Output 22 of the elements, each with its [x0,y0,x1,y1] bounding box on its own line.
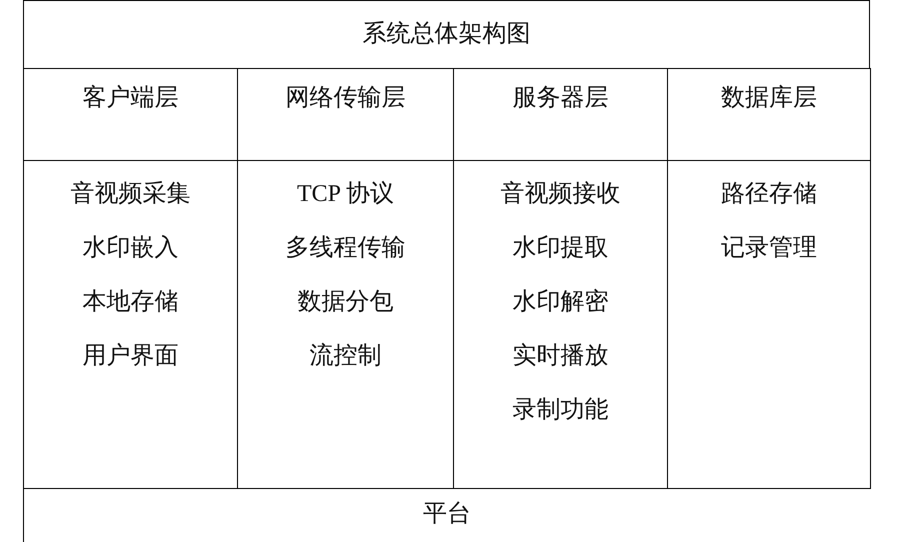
module-label: 音视频接收 [500,180,620,209]
module-label: 流控制 [310,342,382,371]
module-label: 用户界面 [82,342,178,371]
module-label: 记录管理 [721,234,817,263]
module-label: 实时播放 [512,342,608,371]
band-label: 系统总体架构图 [362,20,530,49]
layer-header: 数据库层 [721,84,817,113]
module-label: 音视频采集 [70,180,190,209]
title-band [23,0,870,69]
module-label: 数据分包 [298,288,394,317]
module-label: 水印解密 [512,288,608,317]
module-label: 水印提取 [512,234,608,263]
platform-label: 平台 [423,500,471,529]
module-label: 录制功能 [512,396,608,425]
module-label: 水印嵌入 [82,234,178,263]
layer-header: 服务器层 [512,84,608,113]
layer-header: 网络传输层 [286,84,406,113]
module-label: 本地存储 [82,288,178,317]
layer-header: 客户端层 [82,84,178,113]
module-label: 多线程传输 [286,234,406,263]
module-label: TCP 协议 [296,180,394,209]
module-label: 路径存储 [721,180,817,209]
